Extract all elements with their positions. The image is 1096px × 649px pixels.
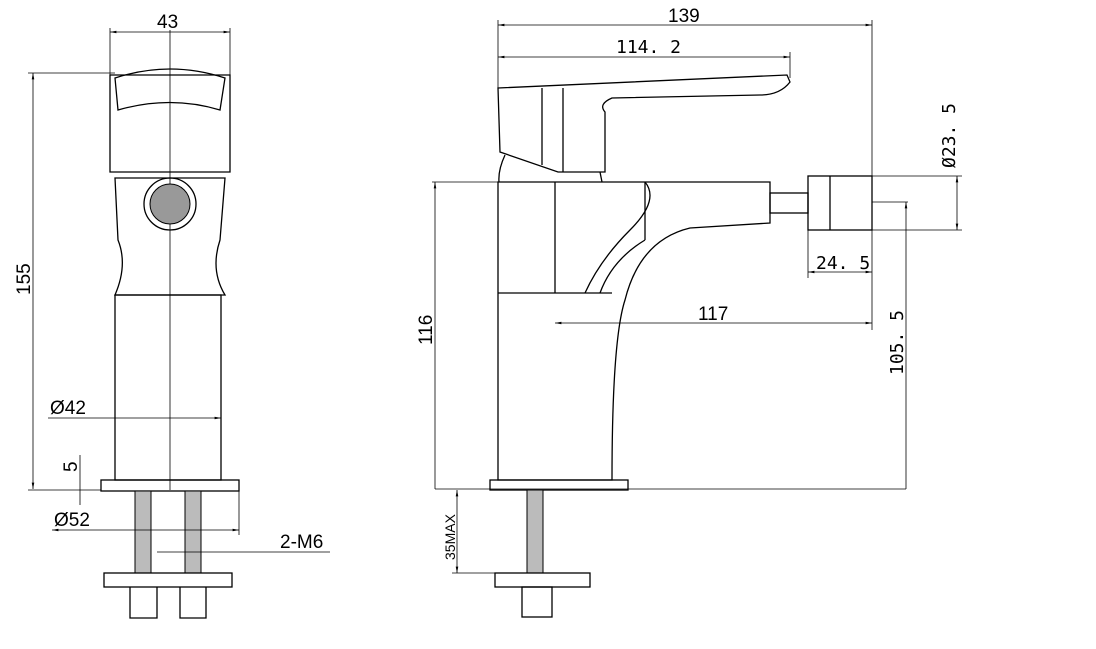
dim-outlet-diameter: Ø23. 5 [939,103,960,168]
dim-width-top: 43 [157,12,178,33]
dim-outlet-height: 105. 5 [887,310,908,375]
dim-overall-length: 139 [668,6,700,27]
side-view: 139 114. 2 Ø23. 5 24. 5 117 116 105. 5 3… [416,6,962,618]
dim-handle-length: 114. 2 [616,37,681,58]
dim-max-deck-thickness: 35MAX [442,513,458,560]
dim-outlet-length: 24. 5 [816,253,870,274]
dim-thread-spec: 2-M6 [280,532,323,553]
dim-body-diameter: Ø42 [50,398,86,419]
dim-height-total: 155 [14,263,35,295]
dim-spout-reach: 117 [698,304,728,325]
dim-base-thickness: 5 [61,461,82,472]
dim-body-height: 116 [416,315,437,345]
front-view: 43 155 Ø42 5 Ø52 2-M6 [14,12,330,619]
dim-base-diameter: Ø52 [54,510,90,531]
